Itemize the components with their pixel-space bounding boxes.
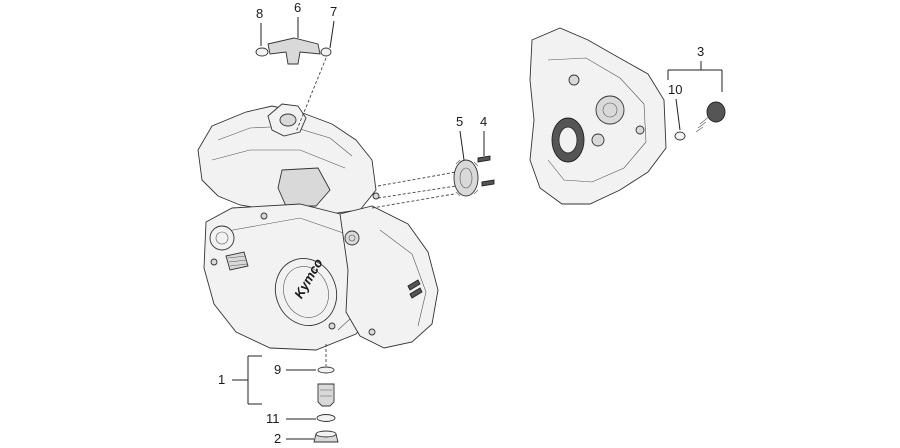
o-ring-9 bbox=[317, 366, 335, 374]
callout-4: 4 bbox=[480, 114, 487, 129]
callout-6: 6 bbox=[294, 0, 301, 15]
washer-10 bbox=[674, 131, 686, 141]
clamp-8 bbox=[255, 47, 269, 57]
gear-5 bbox=[453, 159, 479, 197]
drain-plug-assembly bbox=[674, 101, 726, 141]
plug-3 bbox=[706, 101, 726, 123]
o-ring-11 bbox=[316, 414, 336, 422]
filter-screen bbox=[317, 383, 335, 407]
crankcase-half bbox=[529, 27, 667, 205]
callout-9: 9 bbox=[274, 362, 281, 377]
callouts: 8 6 7 5 4 3 10 1 9 11 2 bbox=[218, 0, 723, 446]
callout-8: 8 bbox=[256, 6, 263, 21]
callout-7: 7 bbox=[330, 4, 337, 19]
callout-5: 5 bbox=[456, 114, 463, 129]
gear-assembly bbox=[453, 155, 495, 197]
bolt-4a bbox=[477, 155, 491, 163]
callout-1: 1 bbox=[218, 372, 225, 387]
callout-11: 11 bbox=[266, 411, 280, 426]
engine-assembly: Kymco bbox=[197, 103, 439, 351]
breather-hose-assembly bbox=[255, 37, 332, 65]
callout-10: 10 bbox=[668, 82, 682, 97]
bolt-4b bbox=[481, 179, 495, 187]
callout-3: 3 bbox=[697, 44, 704, 59]
callout-2: 2 bbox=[274, 431, 281, 446]
clamp-7 bbox=[320, 47, 332, 57]
hose-6 bbox=[267, 37, 321, 65]
oil-filter-stack bbox=[313, 366, 339, 443]
